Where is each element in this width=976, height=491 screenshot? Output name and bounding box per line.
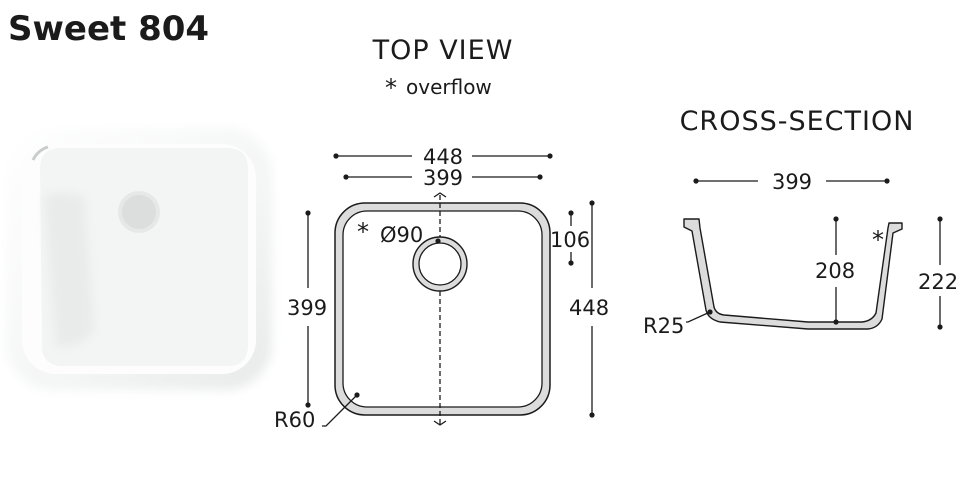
- dim-label-drain-diameter: Ø90: [380, 223, 423, 247]
- cross-section-inner-depth-dimension: 208: [815, 216, 855, 325]
- dim-label-222: 222: [918, 270, 958, 294]
- cross-section-bottom-radius-leader: R25: [643, 309, 713, 338]
- top-view-overflow-star: *: [357, 218, 369, 246]
- cross-section-sink-profile: [683, 218, 903, 330]
- cross-section-width-dimension: 399: [693, 170, 890, 194]
- dim-label-448-width: 448: [423, 145, 463, 169]
- top-view-inner-height-dimension: 399: [287, 210, 327, 408]
- cross-section-total-height-dimension: 222: [918, 216, 958, 330]
- overflow-legend-star: *: [385, 74, 397, 102]
- top-view-drain-offset-dimension: 106: [550, 210, 590, 266]
- top-view-heading: TOP VIEW: [372, 35, 514, 66]
- top-view-sink-outline: [334, 202, 551, 416]
- cross-section-heading: CROSS-SECTION: [680, 106, 915, 137]
- dim-label-448-height: 448: [569, 296, 609, 320]
- cross-section-overflow-star: *: [872, 226, 884, 254]
- dim-label-r25: R25: [643, 314, 684, 338]
- dim-label-r60: R60: [274, 408, 315, 432]
- overflow-legend-label: overflow: [406, 75, 492, 99]
- top-view-inner-width-dimension: 399: [343, 166, 543, 190]
- top-view-corner-radius-leader: R60: [274, 392, 360, 432]
- top-view-center-line: [433, 192, 447, 426]
- top-view-drain: [412, 236, 468, 292]
- dim-label-208: 208: [815, 259, 855, 283]
- dim-label-399-width: 399: [423, 166, 463, 190]
- dim-label-399-height: 399: [287, 296, 327, 320]
- dim-label-399-cross: 399: [772, 170, 812, 194]
- sink-photo: [6, 128, 272, 390]
- top-view-outer-height-dimension: 448: [569, 200, 609, 418]
- product-title: Sweet 804: [8, 9, 209, 49]
- top-view-outer-width-dimension: 448: [333, 145, 553, 169]
- dim-label-106: 106: [550, 228, 590, 252]
